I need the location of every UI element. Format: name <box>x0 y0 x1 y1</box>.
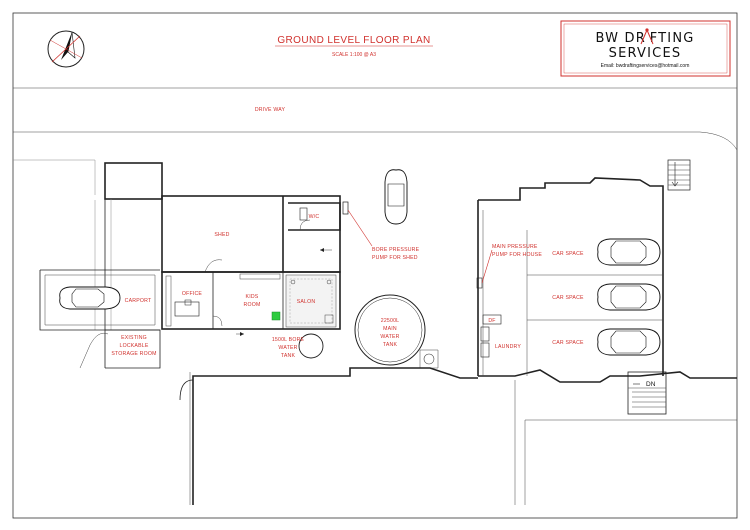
label-laundry: LAUNDRY <box>495 344 521 350</box>
label-kids-2: ROOM <box>244 302 261 308</box>
arrow-head <box>240 332 244 336</box>
car-icon <box>384 169 408 225</box>
label-tank-small-3: TANK <box>281 353 296 359</box>
label-tank-large-2: MAIN <box>383 326 397 332</box>
label-df: DF <box>488 318 495 324</box>
leader-main-pump <box>481 249 493 284</box>
label-wc: W/C <box>309 214 320 220</box>
label-carport: CARPORT <box>125 298 152 304</box>
salon-room <box>285 274 337 328</box>
label-driveway: DRIVE WAY <box>255 107 286 113</box>
label-tank-large-1: 22500L <box>381 318 400 324</box>
car-icon <box>597 283 661 311</box>
title-block: BW DR FTING SERVICES Email: bwdraftingse… <box>560 20 731 77</box>
label-car-space-1: CAR SPACE <box>552 251 584 257</box>
label-shed: SHED <box>214 232 229 238</box>
label-main-pump-2: PUMP FOR HOUSE <box>492 252 542 258</box>
wc-room <box>288 202 341 231</box>
brand-name: BW DR FTING <box>595 31 694 46</box>
sheet-border <box>12 12 738 519</box>
label-bore-pump-1: BORE PRESSURE <box>372 247 420 253</box>
house-outline-lower <box>179 367 737 505</box>
label-car-space-2: CAR SPACE <box>552 295 584 301</box>
bore-pump <box>342 201 349 215</box>
label-bore-pump-2: PUMP FOR SHED <box>372 255 418 261</box>
garage <box>476 177 664 376</box>
drafting-compass-icon <box>640 28 654 45</box>
brand-services: SERVICES <box>609 46 682 61</box>
label-salon: SALON <box>297 299 316 305</box>
small-bore-tank <box>298 333 324 359</box>
label-dn: DN <box>646 381 656 388</box>
main-water-tank <box>354 294 439 369</box>
contact-email: Email: bwdraftingservices@hotmail.com <box>601 63 690 69</box>
carport <box>39 269 160 331</box>
left-boundary <box>13 159 96 195</box>
label-tank-large-4: TANK <box>383 342 398 348</box>
label-storage-3: STORAGE ROOM <box>111 351 156 357</box>
drawing-title: GROUND LEVEL FLOOR PLAN <box>277 35 430 46</box>
label-tank-small-2: WATER <box>278 345 297 351</box>
green-marker <box>271 311 281 321</box>
label-car-space-3: CAR SPACE <box>552 340 584 346</box>
driveway-curve <box>699 131 738 151</box>
car-icon <box>597 238 661 266</box>
stairs-lower <box>627 371 667 415</box>
shed <box>161 195 341 273</box>
label-kids-1: KIDS <box>246 294 259 300</box>
label-tank-large-3: WATER <box>380 334 399 340</box>
label-office: OFFICE <box>182 291 203 297</box>
car-icon <box>597 328 661 356</box>
office-block <box>161 271 341 330</box>
drawing-scale: SCALE 1:100 @ A3 <box>332 52 376 58</box>
label-storage-2: LOCKABLE <box>120 343 149 349</box>
arrow-head <box>320 248 324 252</box>
label-storage-1: EXISTING <box>121 335 147 341</box>
stairs-upper <box>667 159 691 191</box>
north-arrow-icon <box>47 30 85 68</box>
label-main-pump-1: MAIN PRESSURE <box>492 244 538 250</box>
car-icon <box>59 286 121 310</box>
leader-bore-pump <box>347 209 373 247</box>
label-tank-small-1: 1500L BORE <box>272 337 305 343</box>
